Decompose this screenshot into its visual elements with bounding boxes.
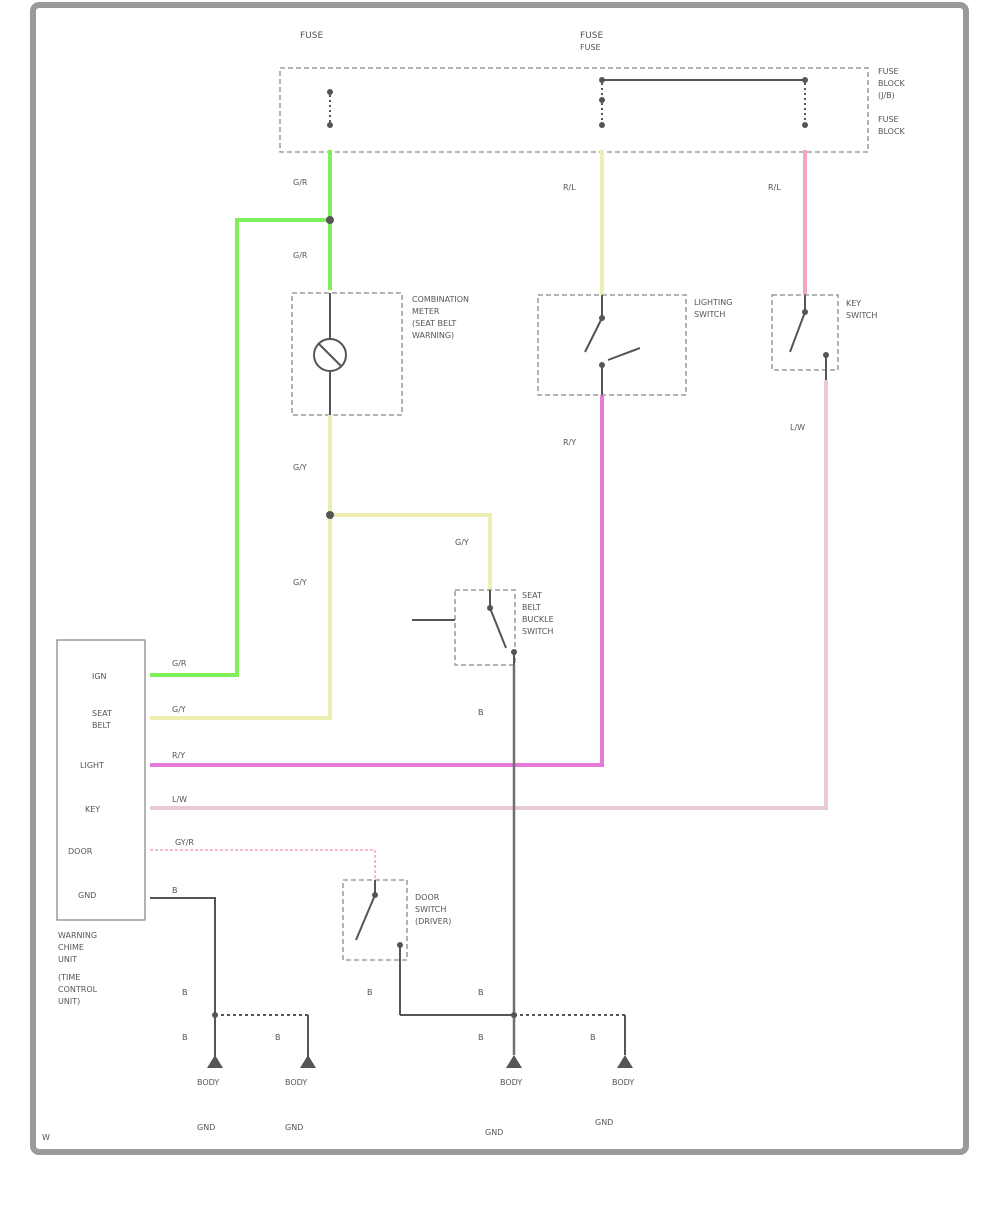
module-pin-light: LIGHT: [80, 761, 104, 770]
fuse-box-label-5: BLOCK: [878, 127, 906, 136]
fuse-left-label: FUSE: [300, 31, 323, 41]
fuse-box-label-1: FUSE: [878, 67, 899, 76]
fuse-box-label-2: BLOCK: [878, 79, 906, 88]
ground-label-1b: GND: [197, 1123, 215, 1132]
key-switch-label-2: SWITCH: [846, 311, 877, 320]
fuse-mid-sub-label: FUSE: [580, 43, 601, 52]
splice-green: [326, 216, 334, 224]
wire-label-gy-3: G/Y: [455, 538, 469, 547]
lighting-switch-label-1: LIGHTING: [694, 298, 732, 307]
wire-label-gr: GY/R: [175, 838, 194, 847]
door-switch-label-2: SWITCH: [415, 905, 446, 914]
module-pin-door: DOOR: [68, 847, 93, 856]
wire-label-gy-2: G/Y: [293, 578, 307, 587]
fuse-right-terminal: [802, 77, 808, 83]
lighting-switch-label-2: SWITCH: [694, 310, 725, 319]
wire-light-pink: [150, 380, 828, 810]
module-label-2: CHIME: [58, 943, 84, 952]
fuse-mid-label: FUSE: [580, 31, 603, 41]
module-label-6: UNIT): [58, 997, 80, 1006]
wire-label-ry: R/Y: [563, 438, 576, 447]
door-switch-label-3: (DRIVER): [415, 917, 451, 926]
wire-green: [150, 150, 332, 677]
fuse-mid-terminal-bottom: [599, 122, 605, 128]
wire-label-b-g3b: B: [478, 1033, 484, 1042]
wire-label-g-1: G/R: [293, 178, 308, 187]
key-switch-label-1: KEY: [846, 299, 861, 308]
wire-yellow: [328, 415, 492, 590]
fuse-box-label-3: (J/B): [878, 91, 895, 100]
ground-label-4: BODY: [612, 1078, 634, 1087]
module-pin-key: KEY: [85, 805, 100, 814]
wire-label-g-2: G/R: [293, 251, 308, 260]
door-switch-label-1: DOOR: [415, 893, 440, 902]
module-pin-belt: BELT: [92, 721, 111, 730]
ground-label-2: BODY: [285, 1078, 307, 1087]
splice-yellow: [326, 511, 334, 519]
module-label-1: WARNING: [58, 931, 97, 940]
wire-label-gy-1: G/Y: [293, 463, 307, 472]
lamp-label-2: METER: [412, 307, 440, 316]
wire-label-r-top: R/L: [563, 183, 576, 192]
lighting-switch-box: [537, 294, 687, 396]
buckle-switch-label-3: BUCKLE: [522, 615, 554, 624]
ground-label-2b: GND: [285, 1123, 303, 1132]
wire-label-b-module: B: [172, 886, 178, 895]
ground-icon-2: [300, 1055, 316, 1068]
ground-icon-3: [506, 1055, 522, 1068]
buckle-switch-box: [454, 589, 516, 666]
corner-code: W: [42, 1133, 50, 1142]
wire-label-g-module: G/R: [172, 659, 187, 668]
wire-label-gy-module: G/Y: [172, 705, 186, 714]
wire-label-lw: L/W: [790, 423, 805, 432]
wire-label-b-g1: B: [182, 988, 188, 997]
ground-label-4b: GND: [595, 1118, 613, 1127]
lamp-label-1: COMBINATION: [412, 295, 469, 304]
module-label-5: CONTROL: [58, 985, 98, 994]
lamp-label-3: (SEAT BELT: [412, 319, 456, 328]
wire-door: [150, 849, 376, 880]
warning-chime-unit-box: [56, 639, 146, 921]
wire-label-b-g2: B: [275, 1033, 281, 1042]
module-label-3: UNIT: [58, 955, 77, 964]
fuse-left-terminal-bottom: [327, 122, 333, 128]
wire-label-ry-module: R/Y: [172, 751, 185, 760]
module-label-4: (TIME: [58, 973, 80, 982]
buckle-switch-label-1: SEAT: [522, 591, 542, 600]
fuse-left-terminal: [327, 89, 333, 95]
wire-pink: [150, 395, 604, 767]
combination-meter-box: [291, 292, 403, 416]
lamp-label-4: WARNING): [412, 331, 454, 340]
wire-label-b-g4: B: [590, 1033, 596, 1042]
ground-label-3: BODY: [500, 1078, 522, 1087]
fuse-box-label-4: FUSE: [878, 115, 899, 124]
wire-gray-module-ground: [150, 897, 216, 1058]
wire-label-lw-module: L/W: [172, 795, 187, 804]
buckle-switch-label-4: SWITCH: [522, 627, 553, 636]
module-pin-seat: SEAT: [92, 709, 112, 718]
ground-icon-4: [617, 1055, 633, 1068]
ground-label-1: BODY: [197, 1078, 219, 1087]
ground-icon-1: [207, 1055, 223, 1068]
wire-label-b-g3: B: [478, 988, 484, 997]
buckle-switch-label-2: BELT: [522, 603, 541, 612]
fuse-right-terminal-bottom: [802, 122, 808, 128]
wire-label-b-door: B: [367, 988, 373, 997]
wire-yellow-to-module: [150, 515, 332, 720]
module-pin-ign: IGN: [92, 672, 107, 681]
diagram-frame: [30, 2, 969, 1155]
wire-label-b-g1b: B: [182, 1033, 188, 1042]
module-pin-gnd: GND: [78, 891, 96, 900]
ground-label-3b: GND: [485, 1128, 503, 1137]
wire-label-b-buckle: B: [478, 708, 484, 717]
wire-label-r-right: R/L: [768, 183, 781, 192]
